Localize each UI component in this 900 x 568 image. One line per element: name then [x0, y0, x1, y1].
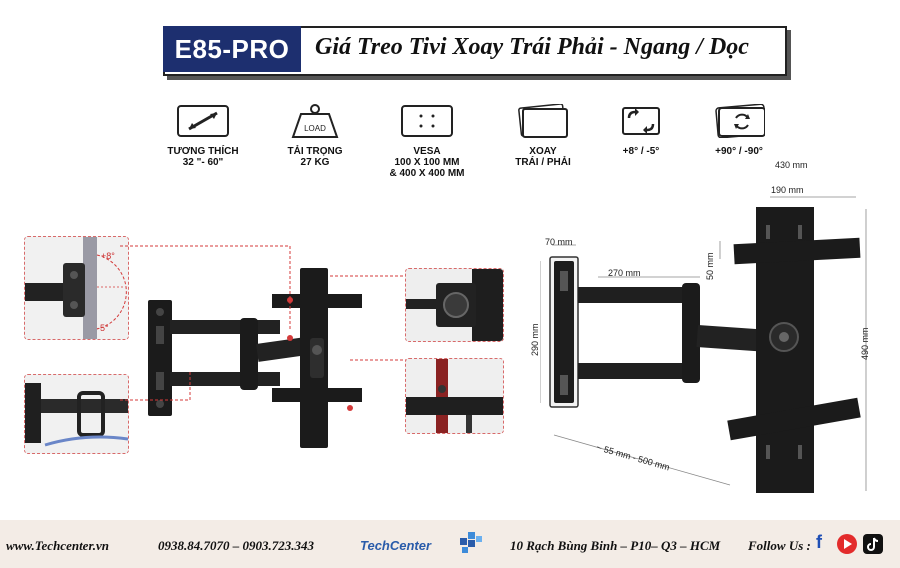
size-arrow-icon: [177, 104, 229, 138]
footer-address: 10 Rạch Bùng Binh – P10– Q3 – HCM: [510, 538, 721, 553]
feature-label: VESA: [413, 146, 441, 157]
callout-lines: [120, 245, 410, 401]
model-label: E85-PRO: [163, 26, 301, 72]
load-weight-icon: LOAD: [289, 104, 341, 138]
youtube-icon[interactable]: [836, 533, 858, 555]
footer-phones: 0938.84.7070 – 0903.723.343: [158, 538, 314, 553]
feature-label: TƯƠNG THÍCH: [167, 146, 239, 157]
feature-tilt: +8° / -5°: [581, 104, 701, 157]
tiktok-icon[interactable]: [862, 533, 884, 555]
product-subtitle: Giá Treo Tivi Xoay Trái Phải - Ngang / D…: [315, 34, 749, 60]
brand-logo-icon: [460, 532, 482, 553]
dim-arm-length: 270 mm: [608, 268, 641, 278]
load-icon-text: LOAD: [304, 124, 326, 133]
vesa-detail-inset: [405, 268, 504, 342]
facebook-icon[interactable]: f: [816, 532, 822, 552]
feature-value-2: & 400 X 400 MM: [389, 168, 465, 179]
dim-wall-plate-height: 290 mm: [530, 323, 540, 356]
feature-label: XOAY: [529, 146, 557, 157]
hook-detail-inset: [24, 374, 129, 454]
feature-value: 100 X 100 MM: [394, 157, 460, 168]
swivel-screens-icon: [517, 104, 569, 138]
tilt-down-label: -5°: [97, 323, 109, 333]
rotate-icon: [713, 104, 765, 138]
rail-detail-inset: [405, 358, 504, 434]
feature-load: LOAD TẢI TRỌNG 27 KG: [255, 104, 375, 168]
bracket-extended-view: [540, 196, 867, 493]
brand-logo: TechCenter: [360, 538, 432, 553]
tilt-up-label: +8°: [101, 251, 115, 261]
feature-label: TẢI TRỌNG: [287, 146, 343, 157]
feature-value: TRÁI / PHẢI: [515, 157, 571, 168]
dim-plate-height: 490 mm: [860, 327, 870, 360]
feature-label: +90° / -90°: [715, 146, 763, 157]
tilt-arrows-icon: [615, 104, 667, 138]
feature-swivel: XOAY TRÁI / PHẢI: [483, 104, 603, 168]
feature-label: +8° / -5°: [622, 146, 660, 157]
footer-bar: [0, 520, 900, 568]
bracket-folded-view: [148, 268, 362, 448]
feature-value: 27 KG: [300, 157, 330, 168]
feature-compatibility: TƯƠNG THÍCH 32 "- 60": [143, 104, 263, 168]
feature-vesa: VESA 100 X 100 MM & 400 X 400 MM: [367, 104, 487, 179]
feature-rotate: +90° / -90°: [679, 104, 799, 157]
dim-wall-plate-width: 70 mm: [545, 237, 573, 247]
follow-us-label: Follow Us :: [748, 538, 811, 553]
dim-plate-width: 430 mm: [775, 160, 808, 170]
dim-rail-width: 190 mm: [771, 185, 804, 195]
footer-website-link[interactable]: www.Techcenter.vn: [6, 538, 110, 553]
vesa-plate-icon: [401, 104, 453, 138]
tilt-detail-inset: +8° -5°: [24, 236, 129, 340]
dim-rail-height: 50 mm: [705, 252, 715, 280]
feature-value: 32 "- 60": [182, 157, 224, 168]
